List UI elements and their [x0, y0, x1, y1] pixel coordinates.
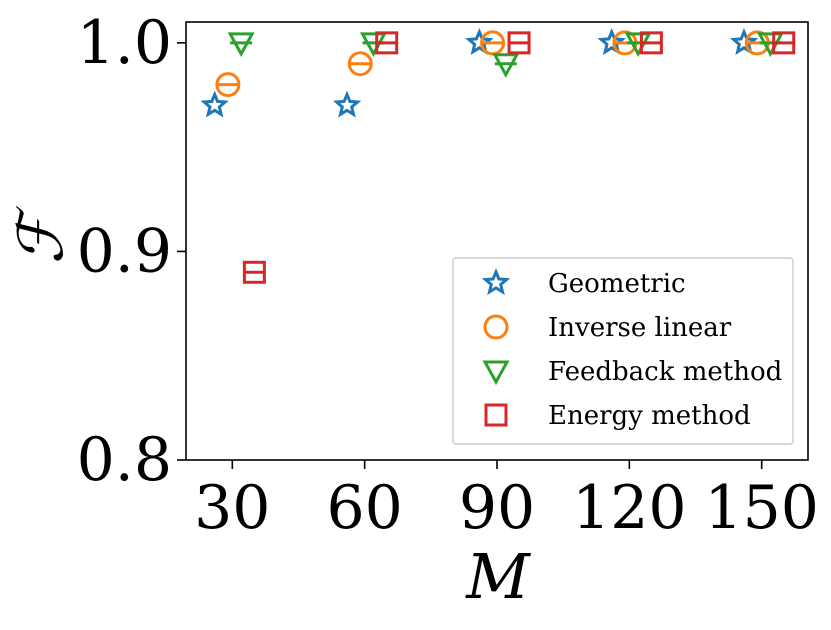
legend-entry-label: Geometric: [548, 269, 686, 299]
x-tick-label: 150: [704, 473, 819, 543]
legend-marker: [483, 314, 509, 340]
x-tick-label: 30: [194, 473, 270, 543]
x-tick-label: 90: [459, 473, 535, 543]
data-point: [597, 27, 626, 55]
data-point: [772, 31, 796, 55]
star-marker: [200, 90, 229, 118]
star-marker: [729, 27, 759, 55]
data-point: [347, 51, 373, 77]
data-point: [480, 30, 506, 56]
y-tick-label: 0.8: [77, 425, 172, 495]
y-tick-label: 1.0: [77, 8, 172, 78]
x-tick-label: 120: [572, 473, 687, 543]
data-point: [227, 32, 255, 57]
star-marker: [465, 28, 494, 55]
y-tick-label: 0.9: [77, 216, 172, 286]
data-point: [729, 27, 759, 55]
data-point: [492, 53, 520, 78]
legend-box: [452, 257, 794, 445]
data-point: [215, 72, 241, 98]
data-marks: [200, 27, 796, 284]
square-marker: [484, 403, 508, 427]
star-marker: [481, 268, 511, 296]
data-point: [332, 90, 362, 118]
circle-marker: [483, 314, 509, 340]
x-tick-label: 60: [326, 473, 402, 543]
legend-marker: [482, 360, 510, 386]
data-point: [200, 90, 229, 118]
data-point: [375, 31, 399, 55]
data-point: [465, 28, 494, 55]
legend-marker: [484, 403, 508, 427]
legend-entry-label: Inverse linear: [548, 313, 732, 343]
legend-entry-label: Feedback method: [548, 357, 782, 387]
legend-entry-label: Energy method: [548, 401, 751, 431]
star-marker: [332, 90, 362, 118]
data-point: [242, 260, 266, 284]
star-marker: [597, 27, 626, 55]
legend-marker: [481, 268, 511, 296]
data-point: [639, 31, 663, 55]
data-point: [507, 31, 531, 55]
x-axis-label: M: [465, 540, 531, 613]
triangle-down-marker: [482, 360, 510, 386]
